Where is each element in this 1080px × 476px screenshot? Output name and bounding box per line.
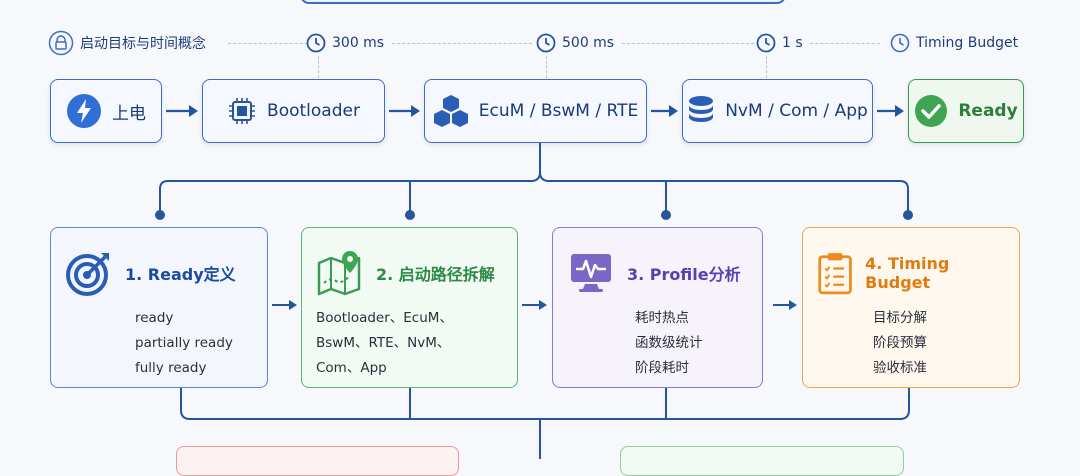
database-icon <box>689 96 714 122</box>
chip-icon <box>229 98 256 124</box>
timeline-dash <box>622 43 754 44</box>
card-line: BswM、RTE、NvM、 <box>316 335 451 351</box>
card-line: partially ready <box>135 335 233 351</box>
timeline-dash <box>392 43 532 44</box>
timeline-300ms-label: 300 ms <box>332 35 385 51</box>
stage-nvm-com-app: NvM / Com / App <box>682 79 873 143</box>
card-line: 验收标准 <box>873 360 927 376</box>
card-ready-definition: 1. Ready定义 ready partially ready fully r… <box>50 227 268 388</box>
bottom-box-right <box>620 446 904 476</box>
stage-power-on: 上电 <box>50 79 162 143</box>
clock-icon <box>890 33 910 53</box>
card-title: 3. Profile分析 <box>627 265 741 284</box>
timeline-dash <box>810 43 880 44</box>
card-boot-path: 2. 启动路径拆解 Bootloader、EcuM、 BswM、RTE、NvM、… <box>301 227 518 388</box>
timeline-budget-label: Timing Budget <box>916 35 1019 51</box>
map-pin-icon <box>317 251 361 296</box>
stage-label: Ready <box>958 101 1018 121</box>
stage-label: Bootloader <box>267 101 360 121</box>
arrowhead <box>411 105 420 117</box>
timeline-tick <box>546 56 547 78</box>
timeline-start: 启动目标与时间概念 <box>48 30 206 56</box>
arrowhead <box>895 105 904 117</box>
clock-icon <box>756 33 776 53</box>
timeline-tick <box>766 56 767 78</box>
check-circle-icon <box>915 95 948 127</box>
connector-dot <box>405 210 415 220</box>
card-title: 4. Timing Budget <box>865 254 950 292</box>
connectors <box>159 105 910 459</box>
clock-icon <box>536 33 556 53</box>
tree-branch-left <box>159 143 541 214</box>
arrowhead <box>189 105 198 117</box>
card-line: Com、App <box>316 360 387 376</box>
stage-label: NvM / Com / App <box>725 101 868 121</box>
timeline-500ms: 500 ms <box>536 31 614 55</box>
stage-ready: Ready <box>908 79 1024 143</box>
card-profile-analysis: 3. Profile分析 耗时热点 函数级统计 阶段耗时 <box>552 227 763 388</box>
lock-icon <box>48 30 74 56</box>
stage-bootloader: Bootloader <box>202 79 385 143</box>
power-bolt-icon <box>67 94 101 128</box>
connector-dot <box>903 210 913 220</box>
timeline-300ms: 300 ms <box>306 31 384 55</box>
monitor-pulse-icon <box>571 254 611 292</box>
cubes-icon <box>433 95 468 127</box>
bottom-box-left <box>176 446 459 476</box>
timeline-1s: 1 s <box>756 31 803 55</box>
card-line: Bootloader、EcuM、 <box>316 310 453 326</box>
card-line: ready <box>135 310 174 326</box>
timeline-dash <box>228 43 308 44</box>
arrowhead <box>669 105 678 117</box>
clock-icon <box>306 33 326 53</box>
timeline-start-label: 启动目标与时间概念 <box>80 36 206 52</box>
card-line: 阶段预算 <box>873 335 927 351</box>
timeline-budget: Timing Budget <box>890 31 1018 55</box>
stage-label: 上电 <box>112 103 146 124</box>
card-line: 函数级统计 <box>635 335 703 351</box>
card-timing-budget: 4. Timing Budget 目标分解 阶段预算 验收标准 <box>802 227 1020 388</box>
timeline-tick <box>318 56 319 78</box>
stage-ecum-bswm-rte: EcuM / BswM / RTE <box>424 79 647 143</box>
clipboard-checklist-icon <box>818 253 852 295</box>
timeline-500ms-label: 500 ms <box>562 35 615 51</box>
connector-dot <box>155 210 165 220</box>
card-line: 耗时热点 <box>635 310 689 326</box>
card-line: fully ready <box>135 360 207 376</box>
connector-dot <box>661 210 671 220</box>
tree-branch-right <box>539 171 909 214</box>
card-line: 目标分解 <box>873 310 927 326</box>
merge-line <box>180 388 910 420</box>
stage-label: EcuM / BswM / RTE <box>478 101 639 121</box>
target-icon <box>66 253 109 296</box>
timeline-1s-label: 1 s <box>782 35 803 51</box>
card-title: 1. Ready定义 <box>125 265 236 284</box>
card-title: 2. 启动路径拆解 <box>376 265 495 284</box>
card-line: 阶段耗时 <box>635 360 689 376</box>
